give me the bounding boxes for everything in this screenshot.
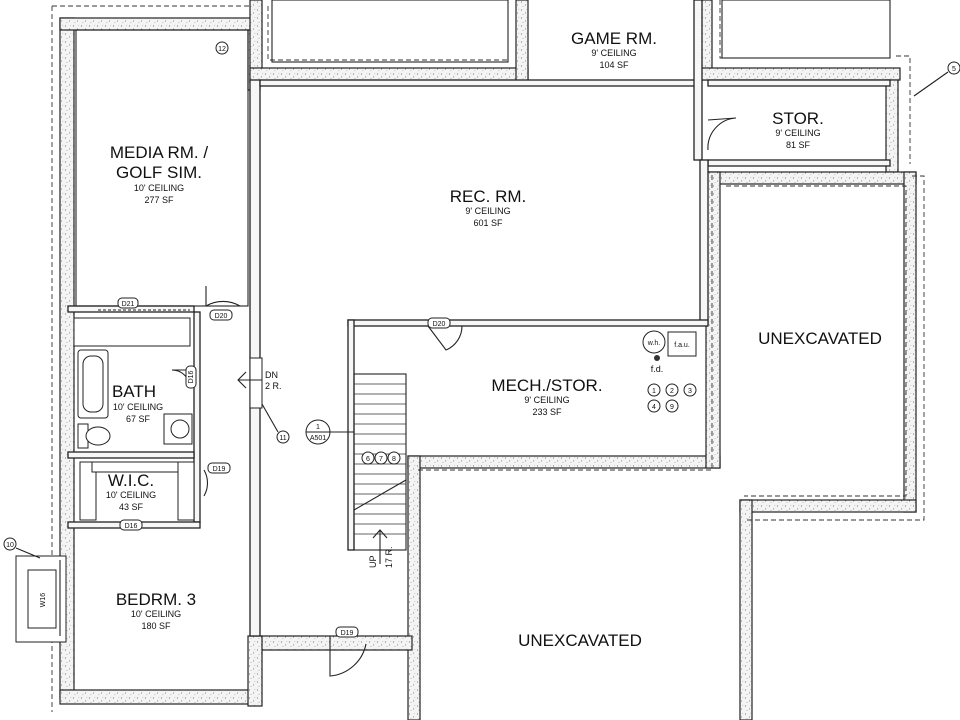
room-name: GAME RM. bbox=[571, 29, 657, 48]
stair-down-label: DN bbox=[265, 370, 278, 380]
keynote-8: 8 bbox=[392, 456, 396, 463]
stair-down-risers: 2 R. bbox=[265, 381, 282, 391]
room-area: 233 SF bbox=[532, 407, 562, 417]
room-name: MECH./STOR. bbox=[491, 376, 602, 395]
door-tags bbox=[117, 297, 451, 638]
door-tag-d16-wic: D16 bbox=[125, 523, 138, 530]
stairs bbox=[353, 373, 407, 564]
door-tag-d20-hall: D20 bbox=[215, 313, 228, 320]
callout-11: 11 bbox=[279, 435, 286, 442]
foundation-walls bbox=[59, 0, 917, 720]
door-tag-d19-wic: D19 bbox=[213, 466, 226, 473]
upper-room-right bbox=[721, 0, 891, 59]
keynote-3: 3 bbox=[688, 388, 692, 395]
keynote-7: 7 bbox=[379, 456, 383, 463]
room-area: 601 SF bbox=[473, 218, 503, 228]
room-ceiling: 10' CEILING bbox=[113, 402, 163, 412]
interior-walls bbox=[67, 0, 891, 637]
bathtub bbox=[77, 349, 109, 419]
room-area: 81 SF bbox=[786, 140, 811, 150]
room-area: 104 SF bbox=[599, 60, 629, 70]
room-name-line1: MEDIA RM. / bbox=[110, 143, 209, 162]
room-rec: REC. RM. 9' CEILING 601 SF bbox=[450, 187, 527, 228]
room-bedrm3: BEDRM. 3 10' CEILING 180 SF bbox=[116, 590, 196, 631]
stair-up-risers: 17 R. bbox=[384, 546, 394, 568]
room-unexcavated-bottom: UNEXCAVATED bbox=[518, 631, 642, 650]
water-heater-label: w.h. bbox=[647, 340, 661, 347]
room-game: GAME RM. 9' CEILING 104 SF bbox=[571, 29, 657, 70]
fau-unit bbox=[667, 331, 697, 357]
room-name: STOR. bbox=[772, 109, 824, 128]
door-tag-d20-mech: D20 bbox=[433, 321, 446, 328]
room-ceiling: 9' CEILING bbox=[591, 48, 636, 58]
floor-drain-icon bbox=[654, 355, 660, 361]
wic-shelves bbox=[79, 461, 195, 521]
sink bbox=[163, 413, 193, 445]
down-arrow bbox=[237, 357, 263, 409]
door-tag-d19-bottom: D19 bbox=[341, 630, 354, 637]
room-unexcavated-right: UNEXCAVATED bbox=[758, 329, 882, 348]
callout-markers bbox=[3, 41, 960, 559]
stair-up-label: UP bbox=[368, 555, 378, 568]
keynote-2: 2 bbox=[670, 388, 674, 395]
callout-10: 10 bbox=[6, 542, 14, 549]
room-area: 43 SF bbox=[119, 502, 144, 512]
water-heater bbox=[642, 330, 666, 354]
callout-5: 5 bbox=[952, 66, 956, 73]
room-wic: W.I.C. 10' CEILING 43 SF bbox=[106, 471, 156, 512]
door-tag-d21: D21 bbox=[122, 301, 135, 308]
room-ceiling: 10' CEILING bbox=[106, 490, 156, 500]
upper-room-left bbox=[271, 0, 509, 63]
window-w16 bbox=[15, 555, 67, 643]
foundation-outline bbox=[51, 0, 925, 712]
room-ceiling: 9' CEILING bbox=[465, 206, 510, 216]
section-callout-number: 1 bbox=[316, 424, 320, 431]
room-bath: BATH 10' CEILING 67 SF bbox=[112, 382, 163, 424]
room-name-line2: GOLF SIM. bbox=[116, 163, 202, 182]
room-name: REC. RM. bbox=[450, 187, 527, 206]
keynote-1: 1 bbox=[652, 388, 656, 395]
room-name: BATH bbox=[112, 382, 156, 401]
room-stor: STOR. 9' CEILING 81 SF bbox=[772, 109, 824, 150]
room-ceiling: 10' CEILING bbox=[131, 609, 181, 619]
section-callout-sheet: A501 bbox=[310, 435, 326, 442]
room-ceiling: 10' CEILING bbox=[134, 183, 184, 193]
fau-label: f.a.u. bbox=[674, 342, 690, 349]
room-area: 67 SF bbox=[126, 414, 151, 424]
room-ceiling: 9' CEILING bbox=[524, 395, 569, 405]
floor-drain-label: f.d. bbox=[651, 364, 664, 374]
room-name: BEDRM. 3 bbox=[116, 590, 196, 609]
door-tag-d16-bath: D16 bbox=[188, 370, 195, 383]
toilet bbox=[77, 423, 111, 449]
keynote-9: 9 bbox=[670, 404, 674, 411]
keynote-4: 4 bbox=[652, 404, 656, 411]
window-tag-w16: W16 bbox=[40, 593, 47, 608]
room-area: 277 SF bbox=[144, 195, 174, 205]
room-name: W.I.C. bbox=[108, 471, 154, 490]
keynote-6: 6 bbox=[366, 456, 370, 463]
room-mech: MECH./STOR. 9' CEILING 233 SF bbox=[491, 376, 602, 417]
room-media: MEDIA RM. / GOLF SIM. 10' CEILING 277 SF bbox=[110, 143, 209, 205]
callout-12: 12 bbox=[218, 46, 226, 53]
room-ceiling: 9' CEILING bbox=[775, 128, 820, 138]
room-area: 180 SF bbox=[141, 621, 171, 631]
